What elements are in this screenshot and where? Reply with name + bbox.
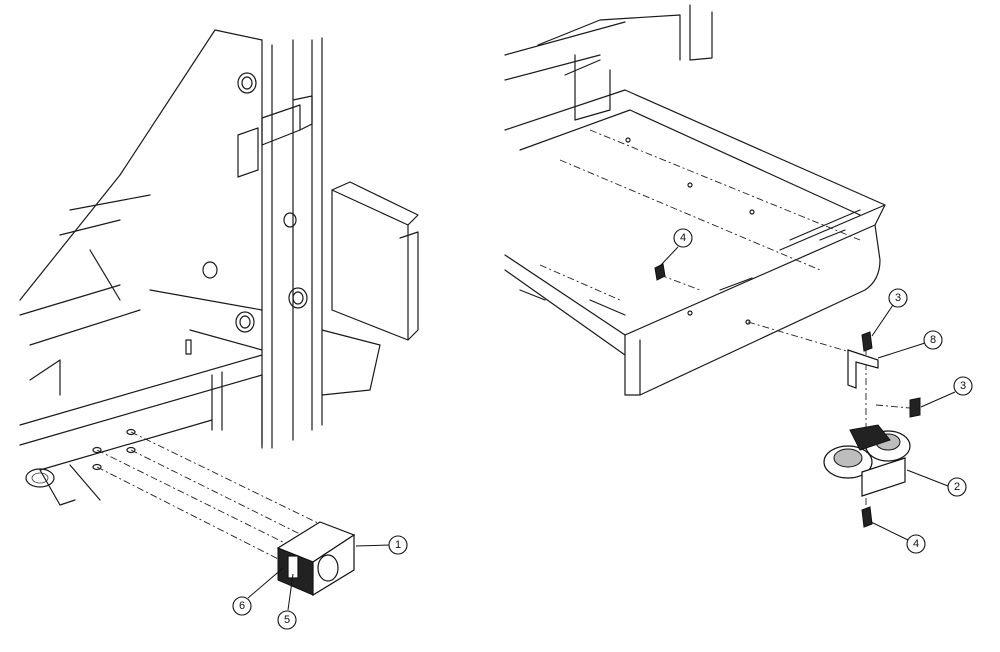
left-frame-view [19, 29, 419, 566]
callout-3-right-label: 3 [960, 380, 966, 392]
callout-6: 6 [232, 567, 284, 616]
callout-4-bottom-label: 4 [913, 538, 919, 550]
right-frame-view [504, 4, 911, 520]
callout-5: 5 [277, 573, 297, 630]
callout-1: 1 [355, 535, 408, 555]
callout-3-right: 3 [920, 376, 973, 408]
callout-3-top-label: 3 [895, 292, 901, 304]
callout-6-label: 6 [239, 600, 245, 612]
callout-2: 2 [906, 469, 967, 497]
callout-1-label: 1 [395, 539, 401, 551]
bracket-part-8 [847, 331, 921, 418]
callout-8-label: 8 [930, 334, 936, 346]
callout-5-label: 5 [284, 614, 290, 626]
bracket-part-1 [276, 521, 356, 597]
callout-4-bottom: 4 [870, 521, 926, 554]
callout-4-top: 4 [659, 228, 693, 267]
callout-8: 8 [877, 330, 943, 359]
horn-part-2 [823, 424, 911, 528]
callout-4-top-label: 4 [680, 232, 686, 244]
callout-3-top: 3 [871, 288, 908, 337]
callout-2-label: 2 [954, 481, 960, 493]
